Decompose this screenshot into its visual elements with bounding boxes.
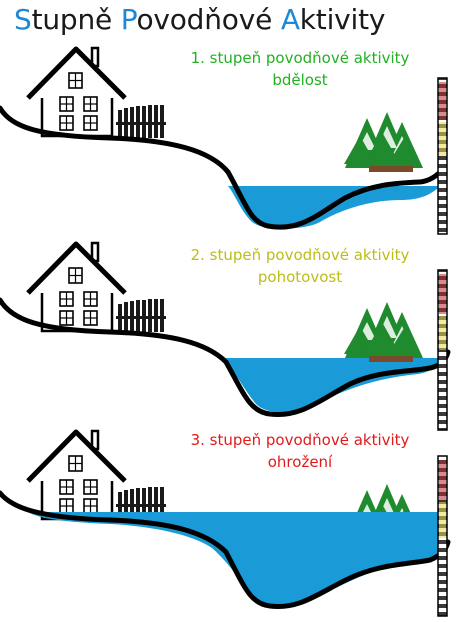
ground-line (0, 105, 447, 230)
panel-2-level-text: 2. stupeň povodňové aktivity (190, 246, 410, 264)
gauge-red-zone (439, 82, 446, 120)
title-text: ovodňové (136, 3, 281, 36)
fence-icon (116, 299, 166, 332)
gauge-yellow-zone (439, 316, 446, 350)
title-text: ktivity (299, 3, 386, 36)
ground-line (0, 490, 451, 610)
tree-group-icon (344, 302, 423, 362)
title-capital-letter: S (14, 3, 32, 36)
house-icon (28, 243, 125, 331)
panel-1-state-text: bdělost (272, 71, 328, 89)
fence-icon (116, 105, 166, 138)
panel-3-scene (0, 431, 451, 617)
panel-3-state-text: ohrožení (267, 453, 333, 471)
tree-group-icon (344, 112, 423, 172)
gauge-yellow-zone (439, 122, 446, 156)
panel-1-scene (0, 48, 448, 235)
title-text: tupně (31, 3, 121, 36)
panel-3-level-text: 3. stupeň povodňové aktivity (190, 431, 410, 449)
gauge-red-zone (439, 274, 446, 314)
panel-1-level-text: 1. stupeň povodňové aktivity (190, 49, 410, 67)
house-icon (28, 431, 125, 519)
river-water (28, 512, 446, 607)
gauge-red-zone (439, 460, 446, 500)
title-capital-letter: P (120, 3, 137, 36)
panel-2-scene (0, 243, 451, 431)
page-title: Stupně Povodňové Aktivity (14, 3, 385, 37)
panel-1-label: 1. stupeň povodňové aktivity bdělost (145, 47, 455, 91)
river-water (222, 358, 445, 413)
panel-3-label: 3. stupeň povodňové aktivity ohrožení (145, 429, 455, 473)
house-icon (28, 48, 125, 136)
panel-2-label: 2. stupeň povodňové aktivity pohotovost (145, 244, 455, 288)
panel-2-state-text: pohotovost (257, 268, 343, 286)
gauge-yellow-zone (439, 502, 446, 538)
ground-line (0, 297, 451, 418)
title-capital-letter: A (280, 3, 300, 36)
